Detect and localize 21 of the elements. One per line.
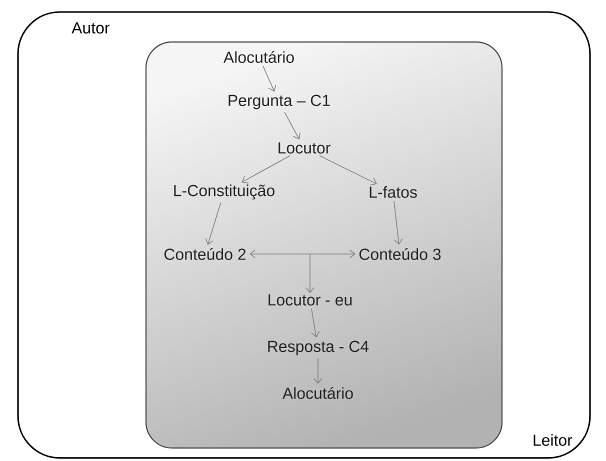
arrow — [394, 200, 403, 245]
arrow — [319, 155, 377, 186]
flow-label: Locutor — [278, 142, 330, 154]
flow-label: Resposta - C4 — [268, 340, 369, 356]
arrow — [284, 112, 301, 140]
flow-label: Pergunta – C1 — [228, 94, 330, 110]
arrow — [314, 358, 322, 384]
flow-label: L-Constituição — [174, 184, 274, 200]
flow-label: Conteúdo 2 — [164, 248, 246, 260]
flow-label: Alocutário — [282, 387, 353, 399]
arrow — [306, 254, 314, 294]
arrow — [262, 66, 276, 92]
arrow — [250, 250, 356, 258]
flow-label: L-fatos — [370, 186, 417, 198]
arrow — [205, 202, 222, 245]
inner-panel — [145, 41, 503, 449]
arrow — [242, 155, 290, 184]
arrow — [311, 308, 320, 338]
flow-label: Alocutário — [223, 51, 294, 63]
flow-label: Conteúdo 3 — [359, 248, 441, 260]
flow-label: Locutor - eu — [268, 294, 352, 306]
